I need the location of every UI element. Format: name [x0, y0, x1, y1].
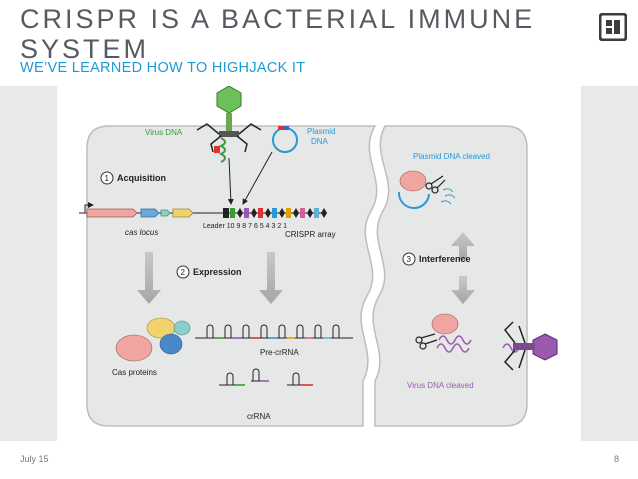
footer-date: July 15 [20, 454, 49, 464]
expression-arrow-left [137, 252, 161, 304]
step2-number: 2 [181, 268, 186, 277]
bacteriophage-icon [196, 85, 262, 163]
scissors-icon-plasmid [425, 175, 446, 194]
plasmid-dna-label-1: Plasmid [307, 127, 335, 136]
crispr-array [223, 208, 327, 218]
step1-label: Acquisition [117, 173, 166, 183]
bacteriophage-attached-icon [503, 321, 558, 371]
step1-number: 1 [105, 174, 110, 183]
cell-left [86, 125, 378, 427]
plasmid-dna-label-2: DNA [311, 137, 329, 146]
page-number: 8 [613, 454, 619, 464]
company-logo-icon [599, 13, 627, 41]
plasmid-icon [272, 126, 298, 153]
crrna-label: crRNA [247, 412, 271, 421]
cell-right [372, 125, 528, 427]
cas-proteins-cluster [115, 317, 191, 362]
crispr-diagram: Virus DNA Plasmid DNA 1 Acquisition cas … [79, 85, 558, 427]
plasmid-cleaved-label: Plasmid DNA cleaved [413, 152, 490, 161]
step3-label: Interference [419, 254, 471, 264]
pre-crrna-label: Pre-crRNA [260, 348, 299, 357]
cas-gene-1 [86, 208, 138, 218]
expression-arrow-right [259, 252, 283, 304]
step3-number: 3 [407, 255, 412, 264]
cas-gene-4 [172, 208, 194, 218]
cas-gene-2 [140, 208, 160, 218]
cas-locus-label: cas locus [125, 228, 158, 237]
scissors-icon-virus [415, 333, 438, 350]
cas-proteins-label: Cas proteins [112, 368, 157, 377]
slide-subtitle: WE’VE LEARNED HOW TO HIGHJACK IT [20, 60, 306, 76]
step2-label: Expression [193, 267, 242, 277]
interference-arrow-down [451, 276, 475, 304]
leader-array-numbers: Leader 10 9 8 7 6 5 4 3 2 1 [203, 223, 287, 230]
virus-cleaved-label: Virus DNA cleaved [407, 381, 474, 390]
slide-title: CRISPR IS A BACTERIAL IMMUNE SYSTEM [20, 4, 536, 64]
cas-gene-3 [160, 209, 171, 217]
crispr-array-label: CRISPR array [285, 230, 336, 239]
virus-dna-label: Virus DNA [145, 128, 183, 137]
interference-arrow-up [451, 232, 475, 260]
crispr-figure: Virus DNA Plasmid DNA 1 Acquisition cas … [57, 85, 581, 441]
